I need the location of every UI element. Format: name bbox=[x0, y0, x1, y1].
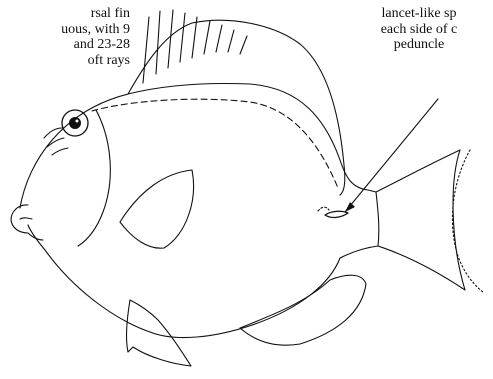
dorsal-label-line-3: and 23-28 bbox=[0, 37, 130, 53]
fish-snout bbox=[11, 205, 43, 240]
spine-pointer-arrowhead bbox=[345, 202, 355, 212]
caudal-fin bbox=[376, 150, 483, 292]
spine-pointer-line bbox=[345, 99, 438, 212]
gill-cover bbox=[78, 110, 110, 246]
peduncle-spine bbox=[318, 207, 348, 217]
dorsal-fin bbox=[128, 10, 345, 195]
anal-fin bbox=[240, 275, 366, 345]
pelvic-fin bbox=[127, 300, 191, 366]
peduncle-spine-label: lancet-like sp each side of c peduncle bbox=[345, 6, 493, 53]
spine-label-line-3: peduncle bbox=[345, 37, 493, 53]
dorsal-fin-label: rsal fin uous, with 9 and 23-28 oft rays bbox=[0, 6, 130, 68]
dorsal-label-line-4: oft rays bbox=[0, 53, 130, 69]
dorsal-label-line-1: rsal fin bbox=[0, 6, 130, 22]
spine-label-line-1: lancet-like sp bbox=[345, 6, 493, 22]
spine-label-line-2: each side of c bbox=[345, 22, 493, 38]
pectoral-fin bbox=[120, 170, 194, 248]
fish-eye bbox=[44, 110, 88, 155]
dorsal-label-line-2: uous, with 9 bbox=[0, 22, 130, 38]
lateral-line bbox=[92, 99, 338, 188]
